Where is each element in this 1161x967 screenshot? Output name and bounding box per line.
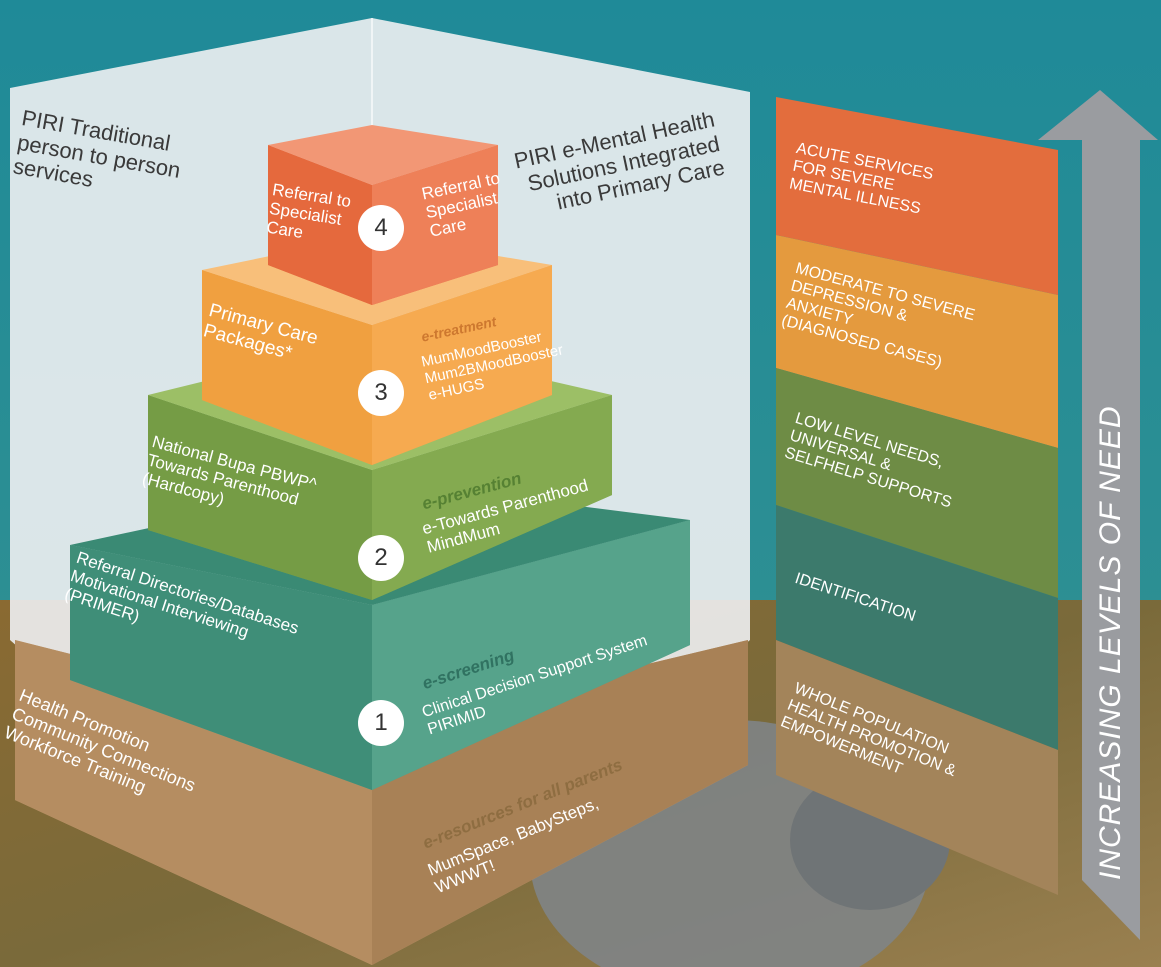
tier-3-number: 3 <box>358 370 404 416</box>
tier-4-cap <box>268 125 498 185</box>
level-band-identification <box>776 505 1058 750</box>
tier-2-left-face <box>148 395 372 600</box>
tier-2-right-face <box>372 395 612 600</box>
level-band-moderate <box>776 235 1058 448</box>
level-band-whole-population <box>776 640 1058 895</box>
level-band-low <box>776 368 1058 598</box>
tier-1b-left-face <box>70 545 372 790</box>
tier-2-number: 2 <box>358 535 404 581</box>
tier-4-number: 4 <box>358 205 404 251</box>
tier-4-left-face <box>268 145 372 305</box>
arrow-label: INCREASING LEVELS OF NEED <box>1094 405 1127 880</box>
increasing-need-arrow <box>1038 90 1158 940</box>
tier-3-left-face <box>202 270 372 465</box>
level-band-acute <box>776 97 1058 295</box>
tier-4-right-face <box>372 145 498 305</box>
tier-1b-right-face <box>372 520 690 790</box>
tier-4-left-text: Referral to Specialist Care <box>265 180 353 243</box>
tier-3-right-face <box>372 265 552 465</box>
tier-1b-number: 1 <box>358 700 404 746</box>
